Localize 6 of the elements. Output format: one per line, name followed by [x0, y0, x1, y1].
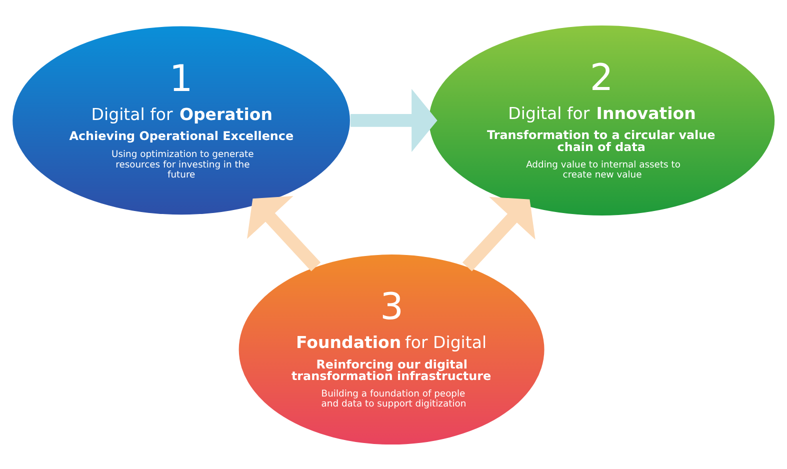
arrow: [462, 196, 536, 271]
node-ellipse: 1 Digital for Operation Achieving Operational Excellence Using optimization to generate resources for investing in the future: [12, 26, 350, 214]
node-ellipse: 2 Digital for Innovation Transformation to a circular value chain of data Adding value to internal assets to create new value: [429, 24, 775, 215]
node-ellipse: 3 Foundation for Digital Reinforcing our digital transformation infrastructure Building a foundation of people and data to support digitization: [238, 254, 544, 444]
arrow: [350, 88, 438, 152]
arrow: [247, 196, 321, 271]
